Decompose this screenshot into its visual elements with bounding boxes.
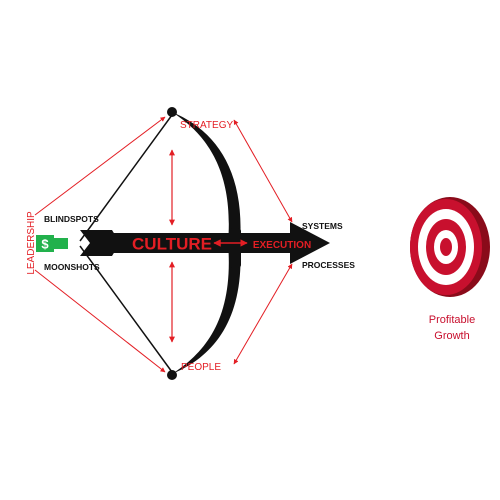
bow-limb: [172, 112, 241, 374]
target-icon: [410, 197, 490, 297]
label-people: PEOPLE: [181, 362, 221, 373]
leadership-arrows: [34, 116, 166, 373]
bow-tip-bottom: [167, 370, 177, 380]
label-blindspots: BLINDSPOTS: [44, 214, 99, 224]
label-strategy: STRATEGY: [180, 120, 233, 131]
bow-string: [79, 114, 173, 373]
arrow-head: [290, 222, 330, 264]
label-processes: PROCESSES: [302, 260, 355, 270]
label-systems: SYSTEMS: [302, 221, 343, 231]
strategy-systems-arrows: [233, 119, 293, 365]
bow-tip-top: [167, 107, 177, 117]
target-label-line2: Growth: [434, 330, 469, 342]
arrow: [80, 222, 330, 264]
label-leadership: LEADERSHIP: [26, 211, 37, 275]
arrow-fletching: [80, 230, 120, 256]
arrow-shaft: [95, 233, 295, 253]
label-execution: EXECUTION: [253, 240, 311, 251]
target-label-line1: Profitable: [429, 314, 475, 326]
label-culture: CULTURE: [132, 235, 212, 254]
label-moonshots: MOONSHOTS: [44, 262, 100, 272]
dollar-badge: $: [36, 235, 68, 252]
dollar-sign: $: [41, 237, 49, 252]
